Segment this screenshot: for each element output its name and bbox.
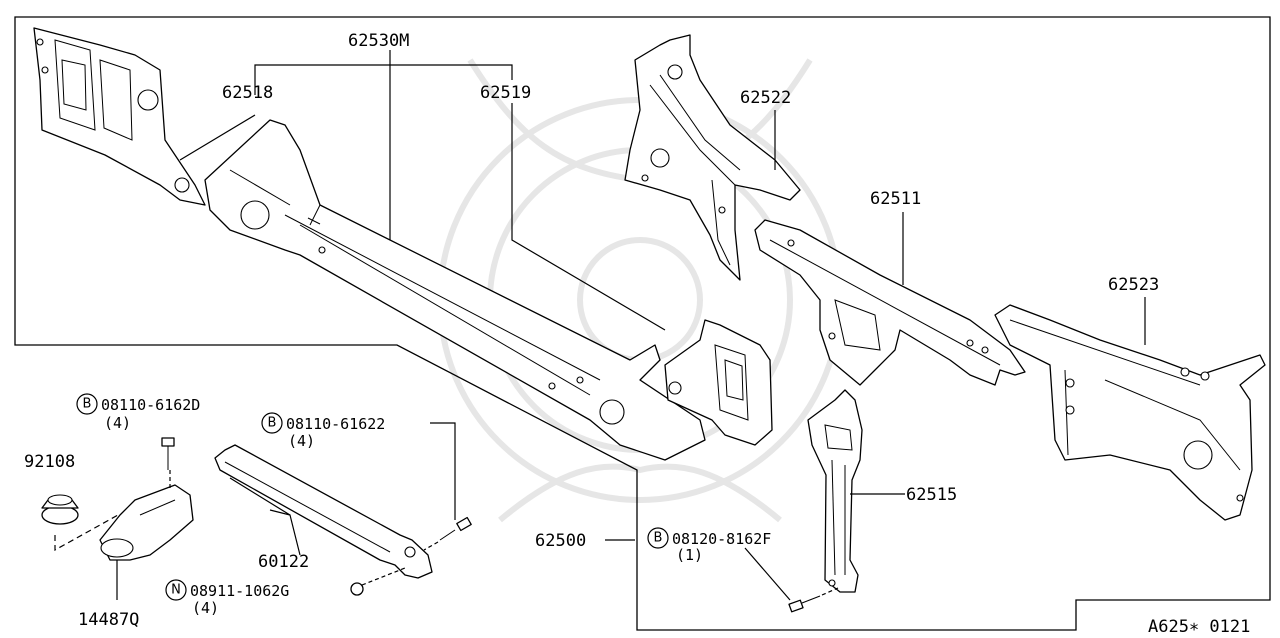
badge-letter: B bbox=[83, 397, 92, 412]
badge-letter: B bbox=[268, 416, 277, 431]
part-60122-rod[interactable] bbox=[214, 444, 433, 579]
callout-nut: N 08911-1062G (4) bbox=[165, 579, 289, 617]
part-62511-beam[interactable] bbox=[754, 219, 1026, 386]
bolt-mid[interactable] bbox=[439, 516, 472, 541]
fastener-qty: (1) bbox=[676, 546, 703, 564]
part-62518-bracket[interactable] bbox=[33, 27, 206, 206]
callout-bolt-mid: B 08110-61622 (4) bbox=[261, 412, 385, 450]
part-14487Q-bracket[interactable] bbox=[99, 484, 194, 561]
label-92108: 92108 bbox=[24, 452, 75, 472]
assembly-frame-outline bbox=[14, 16, 1271, 631]
bolt-top-left[interactable] bbox=[161, 437, 175, 470]
fastener-qty: (4) bbox=[104, 414, 131, 432]
part-62522-bracket[interactable] bbox=[624, 34, 801, 281]
label-62523: 62523 bbox=[1108, 275, 1159, 295]
fastener-code: 08911-1062G bbox=[190, 582, 289, 600]
label-62522: 62522 bbox=[740, 88, 791, 108]
label-62515: 62515 bbox=[906, 485, 957, 505]
fastener-code: 08110-6162D bbox=[101, 396, 200, 414]
label-62519: 62519 bbox=[480, 83, 531, 103]
label-62511: 62511 bbox=[870, 189, 921, 209]
nut[interactable] bbox=[350, 582, 364, 596]
part-92108-grommet[interactable] bbox=[41, 494, 79, 525]
bolt-mid-alignment bbox=[423, 541, 439, 551]
grommet-alignment-line bbox=[54, 514, 119, 552]
label-62500: 62500 bbox=[535, 531, 586, 551]
leader-lines bbox=[116, 50, 1146, 601]
label-62518: 62518 bbox=[222, 83, 273, 103]
fastener-qty: (4) bbox=[192, 599, 219, 617]
badge-letter: B bbox=[654, 531, 663, 546]
nut-alignment bbox=[361, 567, 406, 586]
badge-letter: N bbox=[171, 583, 181, 598]
fastener-code: 08110-61622 bbox=[286, 415, 385, 433]
part-62519-bracket[interactable] bbox=[664, 319, 773, 446]
fastener-code: 08120-8162F bbox=[672, 530, 771, 548]
callout-bolt-bottom: B 08120-8162F (1) bbox=[647, 527, 771, 564]
part-62530M-beam[interactable] bbox=[204, 119, 706, 461]
callout-bolt-top-left: B 08110-6162D (4) bbox=[76, 393, 200, 432]
label-14487Q: 14487Q bbox=[78, 610, 139, 630]
catalog-code: A625∗ 0121 bbox=[1148, 617, 1250, 637]
fastener-qty: (4) bbox=[288, 432, 315, 450]
bolt-bottom[interactable] bbox=[788, 595, 821, 613]
label-62530M: 62530M bbox=[348, 31, 409, 51]
part-62523-bracket[interactable] bbox=[994, 304, 1266, 521]
part-62515-support[interactable] bbox=[807, 389, 863, 593]
label-60122: 60122 bbox=[258, 552, 309, 572]
bolt-bottom-alignment bbox=[821, 587, 839, 596]
